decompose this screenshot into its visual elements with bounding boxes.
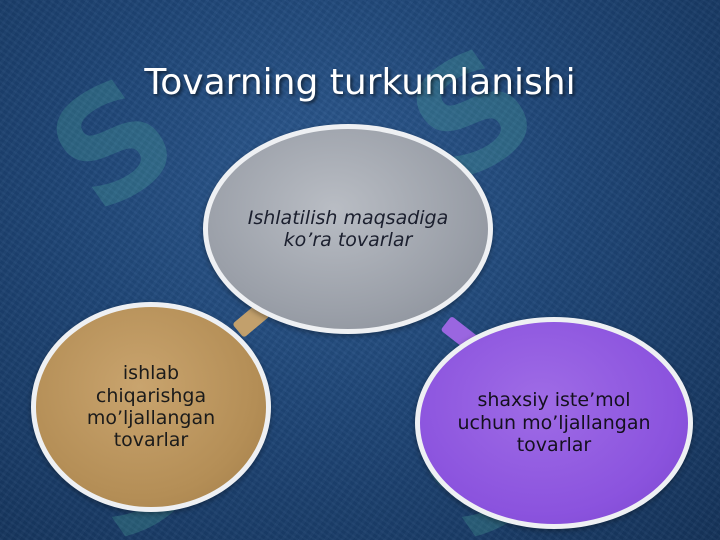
node-production-goods: ishlab chiqarishga mo’ljallangan tovarla… [31,302,271,512]
node-production-goods-label: ishlab chiqarishga mo’ljallangan tovarla… [86,362,216,452]
node-consumer-goods: shaxsiy iste’mol uchun mo’ljallangan tov… [415,317,693,529]
node-center: Ishlatilish maqsadiga ko’ra tovarlar [203,124,493,334]
node-center-label: Ishlatilish maqsadiga ko’ra tovarlar [247,206,449,251]
slide-title: Tovarning turkumlanishi [144,62,576,103]
node-consumer-goods-label: shaxsiy iste’mol uchun mo’ljallangan tov… [457,389,651,457]
